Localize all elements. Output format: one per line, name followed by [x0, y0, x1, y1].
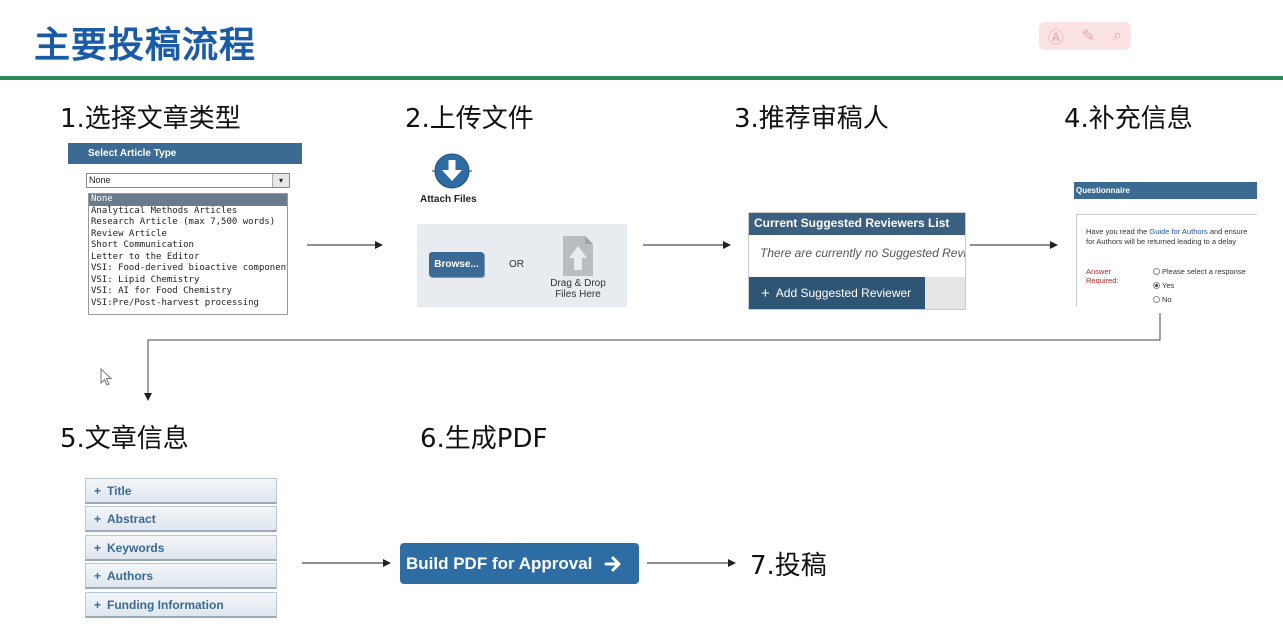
accordion-funding-information[interactable]: + Funding Information — [85, 592, 277, 618]
step-4-label: 4.补充信息 — [1064, 104, 1193, 134]
article-type-option[interactable]: Review Article — [91, 228, 167, 239]
accordion-label: Authors — [107, 568, 154, 583]
question-text: Have you read the Guide for Authors and … — [1086, 227, 1247, 247]
accordion-authors[interactable]: + Authors — [85, 563, 277, 589]
radio-icon[interactable] — [1153, 296, 1160, 303]
article-type-header: Select Article Type — [68, 143, 302, 164]
questionnaire-panel: Questionnaire Have you read the Guide fo… — [1074, 182, 1257, 307]
radio-label: Yes — [1162, 281, 1175, 290]
browse-button[interactable]: Browse... — [429, 252, 484, 277]
drag-drop-label: Drag & Drop Files Here — [545, 278, 611, 300]
guide-for-authors-link[interactable]: Guide for Authors — [1149, 227, 1208, 236]
article-type-panel: Select Article Type None ▾ None Analytic… — [68, 143, 302, 315]
step-7-label: 7.投稿 — [750, 551, 827, 581]
questionnaire-body: Have you read the Guide for Authors and … — [1076, 214, 1257, 307]
article-type-select[interactable]: None ▾ — [86, 173, 290, 188]
article-type-selected: None — [89, 175, 111, 185]
or-label: OR — [509, 259, 524, 270]
plus-icon: + — [94, 597, 102, 612]
add-suggested-reviewer-button[interactable]: + Add Suggested Reviewer — [749, 277, 925, 309]
plus-icon: + — [94, 540, 102, 555]
step-2-label: 2.上传文件 — [405, 104, 534, 134]
build-pdf-button[interactable]: Build PDF for Approval — [400, 543, 639, 584]
accordion-label: Funding Information — [107, 597, 224, 612]
article-type-option[interactable]: VSI: Lipid Chemistry — [91, 274, 200, 285]
article-type-option[interactable]: VSI: Food-derived bioactive components — [91, 263, 288, 273]
answer-label-2: Required: — [1086, 276, 1119, 285]
accordion-keywords[interactable]: + Keywords — [85, 535, 277, 561]
radio-label: No — [1162, 295, 1172, 304]
ai-icon[interactable]: Ⓐ — [1047, 30, 1064, 47]
radio-icon[interactable] — [1153, 268, 1160, 275]
arrow-right-icon — [604, 556, 621, 571]
question-text-line-2: for Authors will be returned leading to … — [1086, 237, 1237, 246]
step-3-label: 3.推荐审稿人 — [734, 104, 889, 134]
drag-drop-line-2: Files Here — [555, 289, 601, 300]
step-6-label: 6.生成PDF — [420, 424, 548, 454]
article-type-option[interactable]: Short Communication — [91, 240, 194, 250]
plus-icon: + — [94, 511, 102, 526]
accordion-label: Title — [107, 483, 132, 498]
accordion-label: Abstract — [107, 511, 156, 526]
plus-icon: + — [94, 483, 102, 498]
plus-icon: + — [94, 568, 102, 583]
step-5-label: 5.文章信息 — [60, 424, 189, 454]
question-text-part: and ensure — [1207, 227, 1248, 236]
wand-icon[interactable]: ✎ — [1081, 28, 1096, 45]
cursor-icon — [100, 368, 113, 386]
accordion-abstract[interactable]: + Abstract — [85, 506, 277, 532]
build-pdf-label: Build PDF for Approval — [406, 553, 593, 573]
reviewers-panel: Current Suggested Reviewers List There a… — [748, 212, 966, 310]
chevron-down-icon[interactable]: ▾ — [272, 174, 289, 187]
file-upload-icon — [563, 236, 593, 276]
radio-selected-icon[interactable] — [1153, 282, 1160, 289]
answer-label-1: Answer — [1086, 267, 1112, 276]
accordion-title[interactable]: + Title — [85, 478, 277, 504]
article-type-option[interactable]: Analytical Methods Articles — [91, 205, 238, 216]
reviewers-empty-message: There are currently no Suggested Reviewe… — [760, 246, 965, 260]
drag-drop-line-1: Drag & Drop — [550, 278, 606, 289]
add-reviewer-label: Add Suggested Reviewer — [775, 286, 912, 300]
article-type-option[interactable]: None — [89, 194, 287, 206]
radio-option-select[interactable]: Please select a response — [1153, 267, 1246, 276]
search-icon[interactable]: ⌕ — [1113, 27, 1123, 44]
questionnaire-header: Questionnaire — [1074, 182, 1257, 199]
article-type-option[interactable]: Research Article (max 7,500 words) — [91, 217, 276, 227]
accordion-label: Keywords — [107, 540, 165, 555]
attach-files-label: Attach Files — [420, 194, 477, 205]
toolbar: Ⓐ ✎ ⌕ — [1039, 22, 1131, 50]
article-type-option[interactable]: Letter to the Editor — [91, 251, 200, 262]
article-type-option[interactable]: VSI: AI for Food Chemistry — [91, 286, 232, 296]
radio-option-no[interactable]: No — [1153, 295, 1172, 304]
radio-option-yes[interactable]: Yes — [1153, 281, 1174, 290]
arrow-4-5 — [144, 313, 1161, 401]
article-type-options[interactable]: None Analytical Methods Articles Researc… — [88, 193, 288, 315]
download-icon[interactable] — [432, 151, 472, 191]
reviewers-actions: + Add Suggested Reviewer — [749, 277, 965, 309]
header-divider — [0, 76, 1283, 80]
step-1-label: 1.选择文章类型 — [60, 104, 241, 134]
reviewers-header: Current Suggested Reviewers List — [749, 213, 965, 235]
plus-icon: + — [761, 284, 770, 302]
question-text-part: Have you read the — [1086, 227, 1150, 236]
page-title: 主要投稿流程 — [34, 25, 257, 66]
answer-required-label: Answer Required: — [1086, 267, 1119, 285]
article-type-option[interactable]: VSI:Pre/Post-harvest processing — [91, 297, 259, 308]
radio-label: Please select a response — [1162, 267, 1246, 276]
